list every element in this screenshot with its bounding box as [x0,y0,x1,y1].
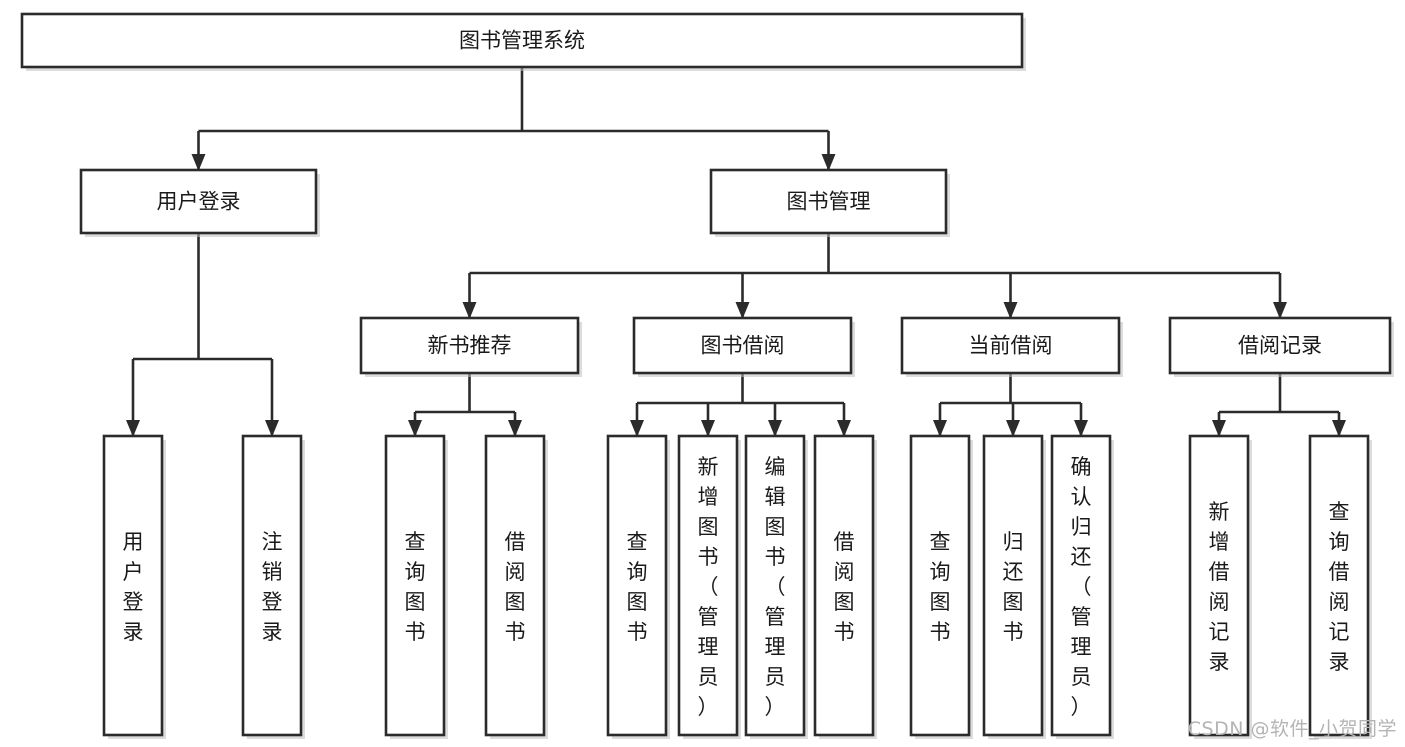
node-rect[interactable] [384,434,446,737]
node-book-manage[interactable]: 图书管理 [709,168,950,237]
arrow-head-icon [1003,302,1018,319]
node-rect[interactable] [241,434,303,737]
node-label: 新增借阅记录 [1209,500,1230,674]
node-leaf-borrow-book-1[interactable]: 借阅图书 [484,434,548,739]
node-rect[interactable] [982,434,1044,737]
arrow-head-icon [1332,420,1346,437]
arrow-head-icon [462,302,477,319]
node-rect[interactable] [1050,434,1112,737]
edge-group-book-manage [462,233,1287,319]
node-current-borrow[interactable]: 当前借阅 [900,316,1123,377]
node-rect[interactable] [709,168,948,235]
arrow-head-icon [265,420,279,437]
node-rect[interactable] [1188,434,1250,737]
node-rect[interactable] [909,434,971,737]
node-rect[interactable] [606,434,668,737]
node-leaf-query-record[interactable]: 查询借阅记录 [1308,434,1372,739]
node-leaf-confirm-return[interactable]: 确认归还（管理员） [1050,434,1114,739]
node-leaf-query-book-2[interactable]: 查询图书 [606,434,670,739]
arrow-head-icon [933,420,947,437]
arrow-head-icon [735,302,750,319]
node-leaf-return-book[interactable]: 归还图书 [982,434,1046,739]
node-label: 借阅记录 [1238,334,1322,358]
node-leaf-query-book-1[interactable]: 查询图书 [384,434,448,739]
node-rect[interactable] [102,434,164,737]
node-label: 图书管理系统 [459,29,585,53]
arrow-head-icon [1212,420,1226,437]
node-label: 编辑图书（管理员） [765,455,786,719]
node-leaf-user-login[interactable]: 用户登录 [102,434,166,739]
node-leaf-add-record[interactable]: 新增借阅记录 [1188,434,1252,739]
connector-layer [126,67,1346,437]
edge-group-borrow-record [1212,373,1346,437]
arrow-head-icon [768,420,782,437]
node-leaf-edit-book[interactable]: 编辑图书（管理员） [744,434,808,739]
node-rect[interactable] [1168,316,1392,375]
node-label: 图书管理 [787,190,871,214]
edge-group-new-book-recommend [408,373,522,437]
node-rect[interactable] [677,434,739,737]
arrow-head-icon [837,420,851,437]
node-rect[interactable] [484,434,546,737]
node-label: 查询图书 [627,530,648,644]
arrow-head-icon [630,420,644,437]
node-leaf-add-book[interactable]: 新增图书（管理员） [677,434,741,739]
arrow-head-icon [126,420,140,437]
node-rect[interactable] [744,434,806,737]
edge-group-current-borrow [933,373,1088,437]
node-label: 新书推荐 [428,334,512,358]
node-layer: 图书管理系统用户登录图书管理新书推荐图书借阅当前借阅借阅记录用户登录注销登录查询… [20,12,1394,739]
node-new-book-recommend[interactable]: 新书推荐 [359,316,582,377]
node-rect[interactable] [359,316,580,375]
node-label: 查询借阅记录 [1329,500,1350,674]
arrow-head-icon [1273,302,1287,319]
arrow-head-icon [701,420,715,437]
node-label: 查询图书 [405,530,426,644]
node-label: 新增图书（管理员） [698,455,719,719]
node-label: 用户登录 [123,530,144,644]
node-user-login[interactable]: 用户登录 [79,168,320,237]
node-rect[interactable] [79,168,318,235]
arrow-head-icon [1006,420,1020,437]
node-leaf-borrow-book-2[interactable]: 借阅图书 [813,434,877,739]
arrow-head-icon [508,420,522,437]
arrow-head-icon [191,154,206,171]
arrow-head-icon [821,154,836,171]
node-label: 借阅图书 [505,530,526,644]
edge-group-user-login [126,233,279,437]
node-root[interactable]: 图书管理系统 [20,12,1026,71]
node-label: 当前借阅 [969,334,1053,358]
node-borrow-record[interactable]: 借阅记录 [1168,316,1394,377]
node-rect[interactable] [20,12,1024,69]
node-rect[interactable] [900,316,1121,375]
node-book-borrow[interactable]: 图书借阅 [632,316,855,377]
node-rect[interactable] [632,316,853,375]
edge-group-book-borrow [630,373,851,437]
node-label: 图书借阅 [701,334,785,358]
node-label: 借阅图书 [834,530,855,644]
arrow-head-icon [408,420,422,437]
node-label: 确认归还（管理员） [1071,455,1092,719]
node-leaf-query-book-3[interactable]: 查询图书 [909,434,973,739]
arrow-head-icon [1074,420,1088,437]
node-rect[interactable] [813,434,875,737]
node-label: 用户登录 [157,190,241,214]
edge-group-root [191,67,836,171]
node-label: 归还图书 [1003,530,1024,644]
node-rect[interactable] [1308,434,1370,737]
node-label: 查询图书 [930,530,951,644]
node-leaf-user-logout[interactable]: 注销登录 [241,434,305,739]
node-label: 注销登录 [262,530,283,644]
